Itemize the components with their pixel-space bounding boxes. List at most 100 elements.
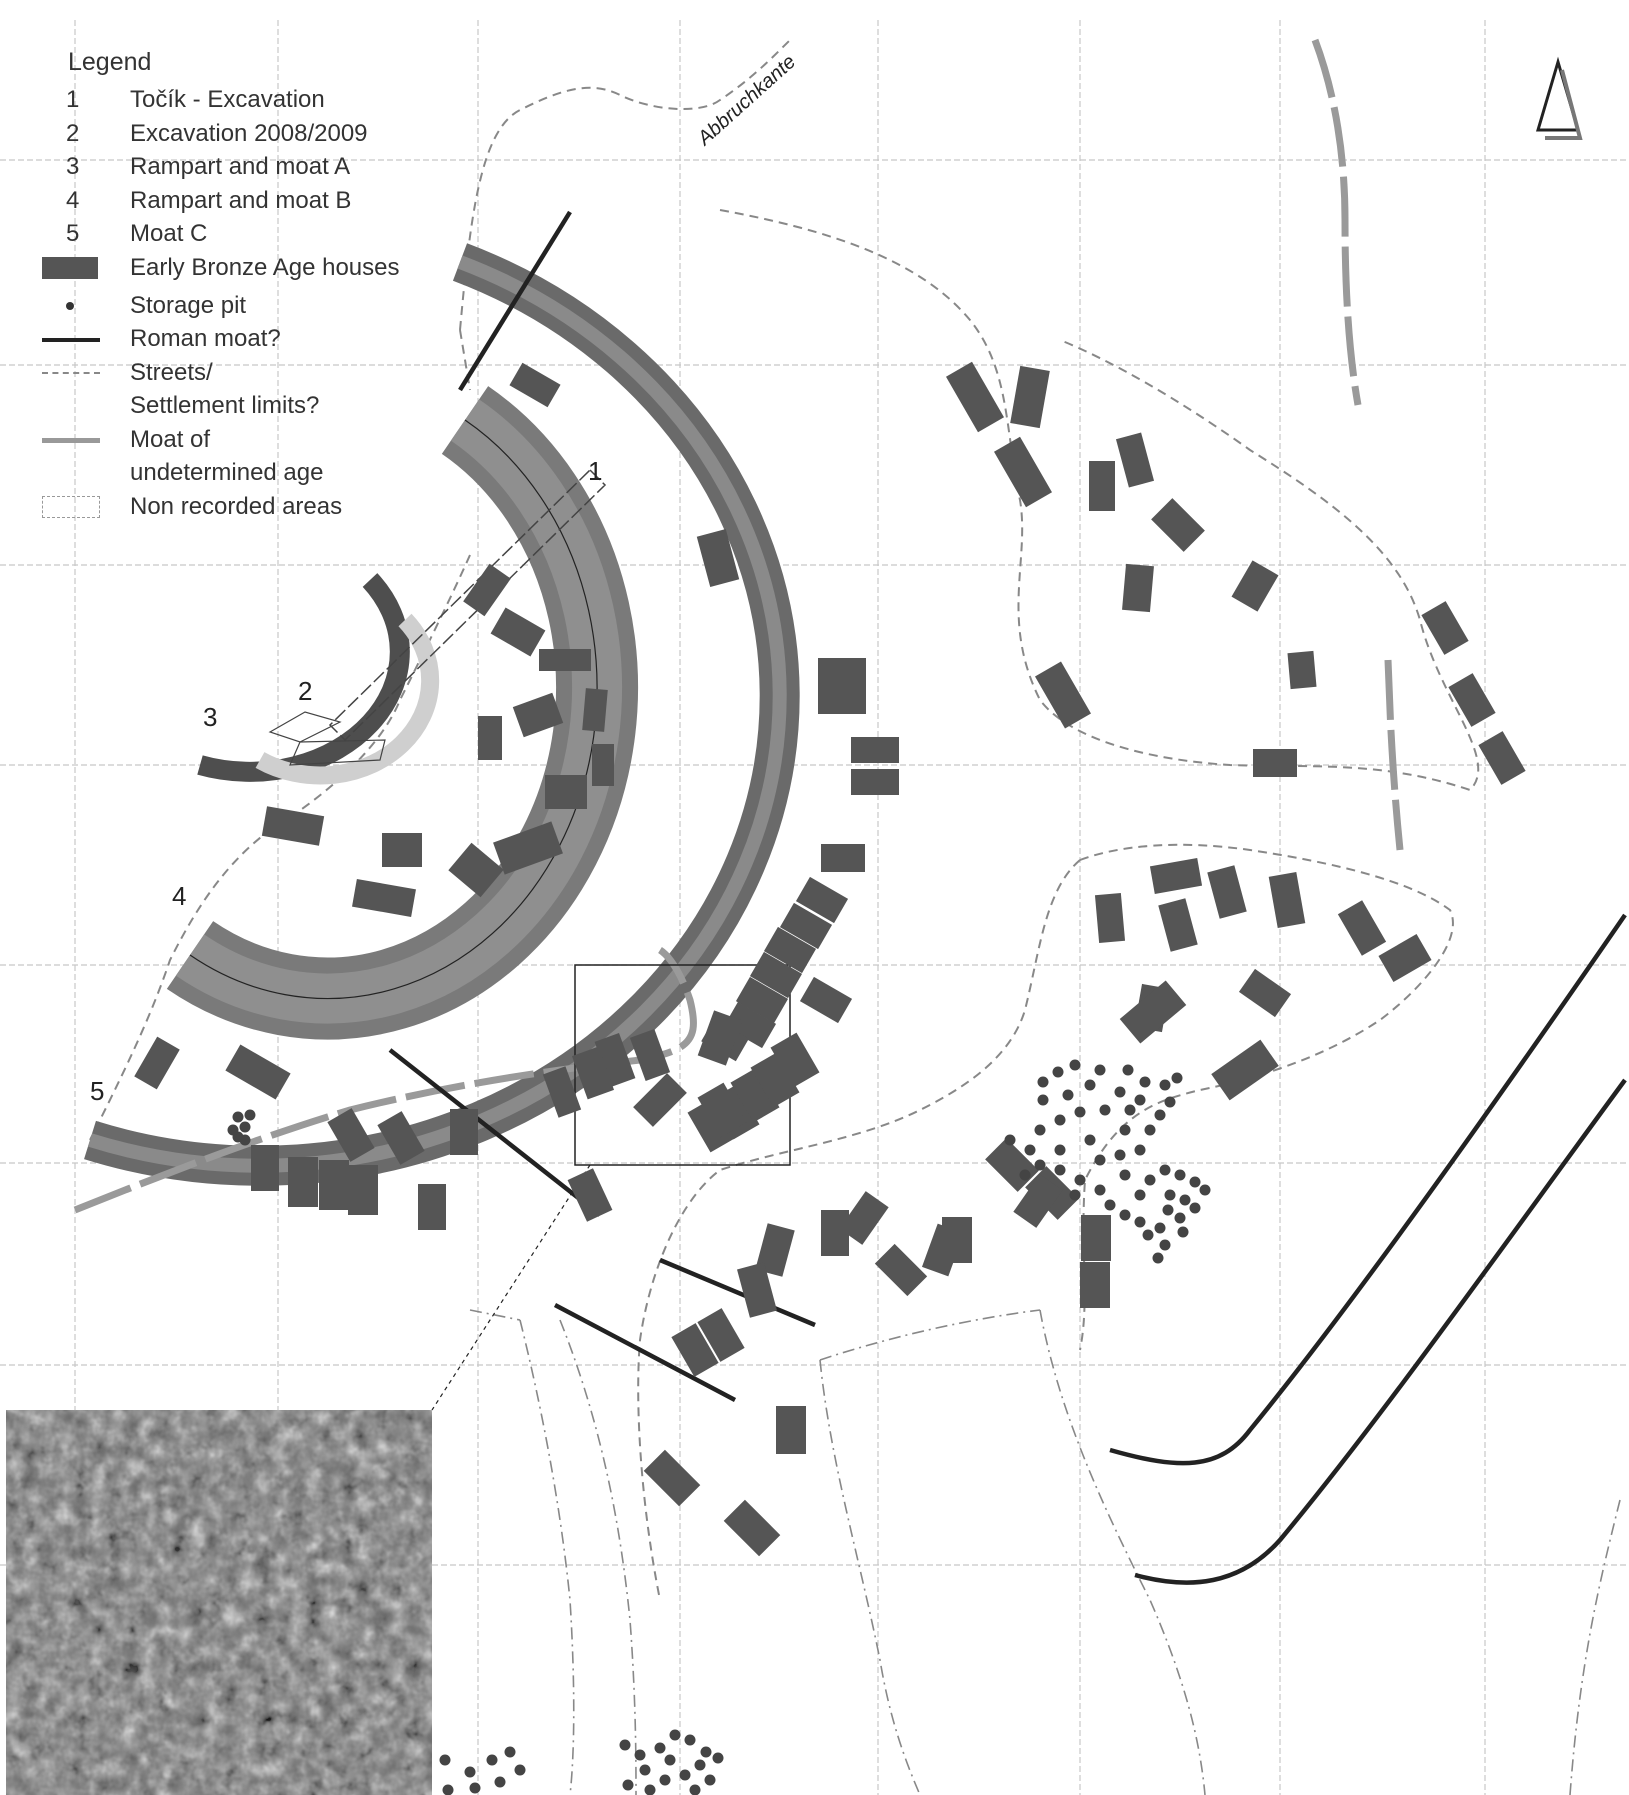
house-mark	[1115, 432, 1155, 488]
legend-label: Excavation 2008/2009	[130, 119, 368, 147]
storage-pits	[227, 1059, 1211, 1795]
legend-item-moat-undetermined: Moat of	[40, 423, 460, 457]
storage-pit-mark	[1171, 1072, 1183, 1084]
house-mark	[770, 1032, 820, 1088]
storage-pit-mark	[1122, 1064, 1134, 1076]
storage-pit-mark	[1162, 1204, 1174, 1216]
storage-pit-mark	[1074, 1106, 1086, 1118]
house-mark	[755, 1223, 795, 1277]
storage-pit-mark	[1152, 1252, 1164, 1264]
storage-pit-mark	[634, 1749, 646, 1761]
label-2: 2	[298, 676, 312, 706]
storage-pit-mark	[469, 1782, 481, 1794]
storage-pit-mark	[1134, 1144, 1146, 1156]
legend-label: Non recorded areas	[130, 492, 343, 520]
house-mark	[288, 1157, 318, 1207]
storage-pit-mark	[1142, 1229, 1154, 1241]
streets-symbol-icon	[40, 356, 102, 390]
legend-item-roman: Roman moat?	[40, 322, 460, 356]
house-mark	[737, 1262, 777, 1318]
storage-pit-mark	[439, 1754, 451, 1766]
house-mark	[567, 1168, 613, 1222]
storage-pit-mark	[679, 1769, 691, 1781]
undetermined-moats	[73, 38, 1404, 1214]
label-1: 1	[588, 456, 602, 486]
house-mark	[1081, 1215, 1111, 1261]
house-mark	[418, 1184, 446, 1230]
house-mark	[697, 1082, 747, 1138]
legend-num: 2	[66, 119, 80, 147]
house-mark	[696, 529, 740, 587]
house-mark	[509, 362, 561, 408]
house-mark	[750, 1052, 800, 1108]
storage-pit-mark	[1177, 1226, 1189, 1238]
house-mark	[1478, 731, 1526, 785]
storage-pit-mark	[1159, 1079, 1171, 1091]
undetermined-moat-symbol-icon	[40, 423, 102, 457]
legend-label: Early Bronze Age houses	[130, 253, 400, 281]
storage-pit-mark	[1174, 1212, 1186, 1224]
storage-pit-mark	[1119, 1169, 1131, 1181]
house-mark	[319, 1160, 349, 1210]
storage-pit-mark	[494, 1776, 506, 1788]
label-4: 4	[172, 881, 186, 911]
storage-pit-mark	[1199, 1184, 1211, 1196]
house-mark	[1378, 934, 1432, 982]
storage-pit-mark	[1034, 1159, 1046, 1171]
storage-pit-mark	[1099, 1104, 1111, 1116]
storage-pit-mark	[1069, 1189, 1081, 1201]
storage-pit-mark	[1144, 1124, 1156, 1136]
house-mark	[512, 692, 564, 738]
house-mark	[779, 902, 833, 950]
excavation-photo	[6, 1410, 432, 1795]
storage-pit-mark	[486, 1754, 498, 1766]
house-mark	[1151, 498, 1205, 552]
storage-pit-mark	[1084, 1079, 1096, 1091]
bronze-age-houses	[134, 361, 1526, 1557]
house-mark	[1207, 865, 1247, 919]
legend-num: 5	[66, 220, 80, 247]
house-mark	[1253, 749, 1297, 777]
storage-pit-mark	[1159, 1164, 1171, 1176]
house-mark	[594, 1033, 636, 1087]
house-mark	[1421, 601, 1469, 655]
storage-pit-mark	[1084, 1134, 1096, 1146]
storage-pit-mark	[1179, 1194, 1191, 1206]
house-mark	[671, 1323, 719, 1377]
storage-pit-mark	[1134, 1216, 1146, 1228]
house-mark	[545, 775, 587, 809]
house-mark	[735, 976, 789, 1024]
house-mark	[633, 1073, 687, 1127]
storage-pit-mark	[1114, 1086, 1126, 1098]
house-mark	[839, 1191, 889, 1245]
storage-pit-mark	[1114, 1149, 1126, 1161]
storage-pit-mark	[1159, 1239, 1171, 1251]
house-mark	[542, 1066, 582, 1118]
storage-pit-mark	[1154, 1222, 1166, 1234]
house-mark	[377, 1111, 425, 1165]
house-mark	[763, 926, 817, 974]
storage-pit-mark	[244, 1109, 256, 1121]
storage-pit-mark	[1019, 1169, 1031, 1181]
house-mark	[994, 436, 1052, 508]
legend-num: 3	[66, 153, 80, 180]
house-mark	[749, 951, 803, 999]
storage-pit-mark	[659, 1774, 671, 1786]
storage-pit-mark	[232, 1111, 244, 1123]
legend-label: Rampart and moat B	[130, 186, 352, 214]
storage-pit-mark	[1094, 1154, 1106, 1166]
non-recorded-symbol-icon	[40, 490, 102, 524]
house-mark	[251, 1145, 279, 1191]
house-mark	[851, 737, 899, 763]
house-mark	[818, 686, 866, 714]
storage-pit-mark	[1054, 1164, 1066, 1176]
label-5: 5	[90, 1076, 104, 1106]
storage-pit-mark	[504, 1746, 516, 1758]
house-mark	[687, 1097, 737, 1153]
storage-pit-mark	[1094, 1064, 1106, 1076]
house-mark	[1287, 650, 1317, 690]
house-mark	[1337, 900, 1387, 956]
storage-pit-mark	[1034, 1124, 1046, 1136]
house-mark	[1211, 1039, 1279, 1101]
